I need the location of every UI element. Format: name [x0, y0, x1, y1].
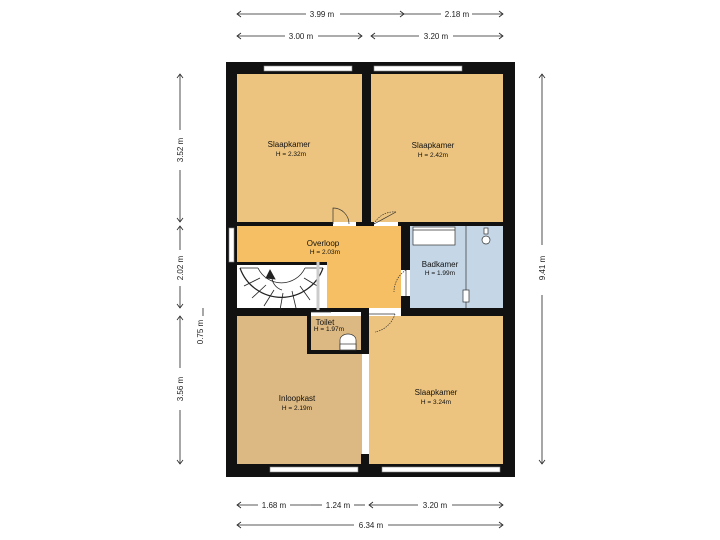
- room-height-bedroom-bottom-right: H = 3.24m: [421, 399, 451, 406]
- room-labels: Slaapkamer H = 2.32m Slaapkamer H = 2.42…: [268, 140, 459, 412]
- bathroom-fixtures: [339, 226, 491, 351]
- dim-bottom-3: 3.20 m: [423, 501, 448, 510]
- bedroom-bottom-right-area: [369, 316, 503, 464]
- dim-top-inner-1: 3.00 m: [289, 32, 314, 41]
- dim-left-3: 0.75 m: [196, 319, 205, 344]
- room-height-bedroom-top-left: H = 2.32m: [276, 151, 306, 158]
- dim-top-outer-1: 3.99 m: [310, 10, 335, 19]
- room-name-bedroom-top-left: Slaapkamer: [268, 140, 311, 149]
- dimensions-left: 3.52 m 2.02 m 0.75 m 3.56 m: [176, 73, 205, 465]
- dim-bottom-1: 1.68 m: [262, 501, 287, 510]
- bedroom-top-right-area: [371, 74, 503, 222]
- room-height-bathroom: H = 1.99m: [425, 270, 455, 277]
- dim-bottom-2: 1.24 m: [326, 501, 351, 510]
- dim-left-1: 3.52 m: [176, 137, 185, 162]
- dim-top-outer-2: 2.18 m: [445, 10, 470, 19]
- doors: [311, 207, 407, 333]
- room-name-bathroom: Badkamer: [422, 260, 459, 269]
- windows: [228, 65, 501, 473]
- room-height-bedroom-top-right: H = 2.42m: [418, 152, 448, 159]
- dim-top-inner-2: 3.20 m: [424, 32, 449, 41]
- bedroom-top-left-area: [237, 74, 362, 222]
- room-name-walkin-closet: Inloopkast: [279, 394, 316, 403]
- dim-left-2: 2.02 m: [176, 255, 185, 280]
- room-height-walkin-closet: H = 2.19m: [282, 405, 312, 412]
- room-name-landing: Overloop: [307, 239, 340, 248]
- room-name-bedroom-bottom-right: Slaapkamer: [415, 388, 458, 397]
- spiral-staircase: [239, 262, 324, 311]
- landing-area-lower: [327, 226, 401, 308]
- room-name-toilet: Toilet: [316, 318, 335, 327]
- dimensions-top: 3.99 m 2.18 m 3.00 m 3.20 m: [236, 10, 504, 41]
- room-height-landing: H = 2.03m: [310, 249, 340, 256]
- dim-bottom-total: 6.34 m: [359, 521, 384, 530]
- room-name-bedroom-top-right: Slaapkamer: [412, 141, 455, 150]
- room-height-toilet: H = 1.97m: [314, 326, 344, 333]
- walls: [226, 62, 515, 477]
- dim-left-4: 3.56 m: [176, 376, 185, 401]
- dim-right-total: 9.41 m: [538, 255, 547, 280]
- dimensions-right: 9.41 m: [538, 73, 547, 465]
- stair-area: [237, 264, 327, 310]
- dimensions-bottom: 1.68 m 1.24 m 3.20 m 6.34 m: [236, 501, 504, 530]
